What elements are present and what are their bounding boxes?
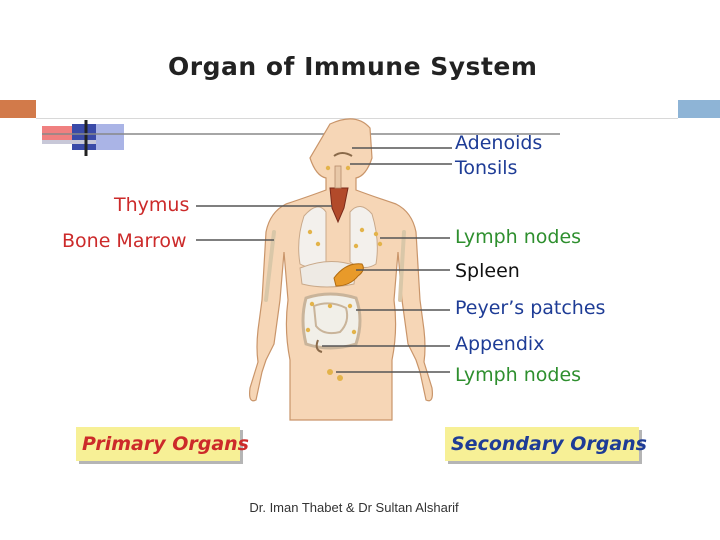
leader-lines (196, 147, 452, 373)
trachea (334, 165, 342, 189)
label-adenoids: Adenoids (455, 132, 543, 154)
adenoids-shape (333, 152, 353, 157)
color-blocks-decoration (42, 120, 560, 156)
footer-credit: Dr. Iman Thabet & Dr Sultan Alsharif (249, 500, 459, 515)
secondary-organs-box: Secondary Organs (445, 427, 647, 461)
arm-bones (264, 230, 406, 302)
appendix-shape (315, 339, 323, 353)
label-lymph-nodes-upper: Lymph nodes (455, 226, 582, 248)
label-peyers-patches: Peyer’s patches (455, 297, 606, 319)
page-title: Organ of Immune System (168, 52, 538, 81)
thymus-shape (329, 187, 349, 224)
label-spleen: Spleen (455, 260, 520, 282)
intestines (301, 292, 362, 350)
label-lymph-nodes-lower: Lymph nodes (455, 364, 582, 386)
label-thymus: Thymus (114, 194, 190, 216)
divider-line (36, 118, 678, 119)
lungs (298, 206, 378, 268)
label-bone-marrow: Bone Marrow (62, 230, 187, 252)
orange-accent-bar (0, 100, 36, 118)
primary-organs-box: Primary Organs (76, 427, 249, 461)
blue-accent-bar (678, 100, 720, 118)
label-tonsils: Tonsils (455, 157, 518, 179)
lymph-node-dots (305, 165, 383, 381)
label-appendix: Appendix (455, 333, 545, 355)
